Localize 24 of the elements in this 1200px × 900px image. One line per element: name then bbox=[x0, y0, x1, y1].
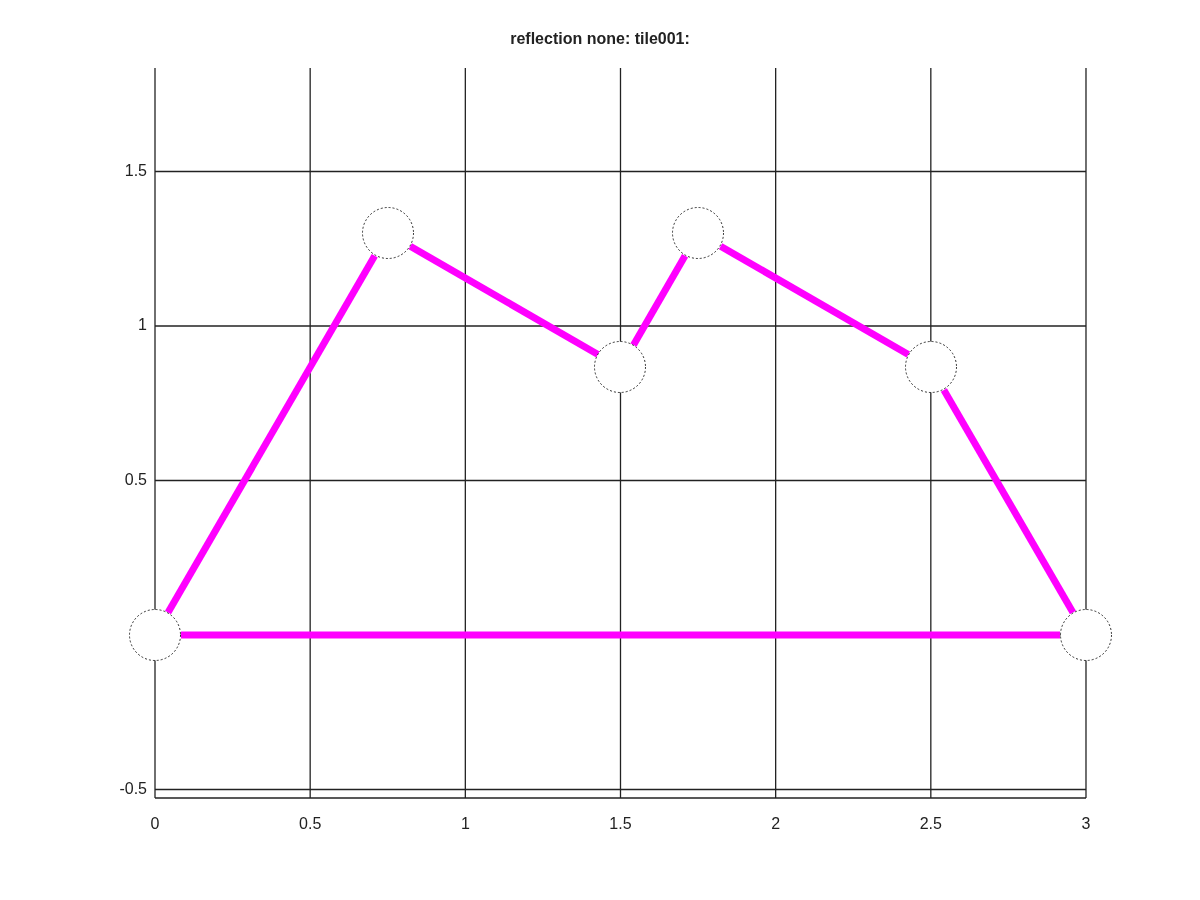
polygon-edge bbox=[630, 254, 689, 347]
circle-marker bbox=[1060, 609, 1112, 661]
circle-marker bbox=[129, 609, 181, 661]
x-tick-label: 0 bbox=[150, 815, 160, 833]
y-tick-label: 1 bbox=[138, 316, 147, 334]
x-tick-label: 3 bbox=[1081, 815, 1091, 833]
y-tick-label: -0.5 bbox=[119, 779, 147, 798]
polygon-edge bbox=[408, 243, 600, 358]
polygon-edge bbox=[181, 631, 1060, 639]
polygon-edge bbox=[940, 388, 1076, 615]
x-tick-label: 0.5 bbox=[299, 815, 322, 833]
circle-marker bbox=[904, 341, 957, 394]
polygon-edge bbox=[718, 243, 911, 358]
chart-title: reflection none: tile001: bbox=[510, 30, 690, 48]
circle-marker bbox=[594, 341, 647, 394]
polygon-edge bbox=[165, 254, 378, 615]
x-tick-label: 1.5 bbox=[609, 815, 632, 833]
y-tick-label: 1.5 bbox=[124, 161, 147, 180]
x-tick-label: 2.5 bbox=[919, 815, 942, 833]
x-tick-label: 1 bbox=[460, 815, 470, 833]
x-tick-label: 2 bbox=[771, 815, 781, 833]
circle-marker bbox=[361, 207, 414, 260]
y-tick-label: 0.5 bbox=[124, 470, 147, 489]
circle-marker bbox=[672, 207, 725, 260]
